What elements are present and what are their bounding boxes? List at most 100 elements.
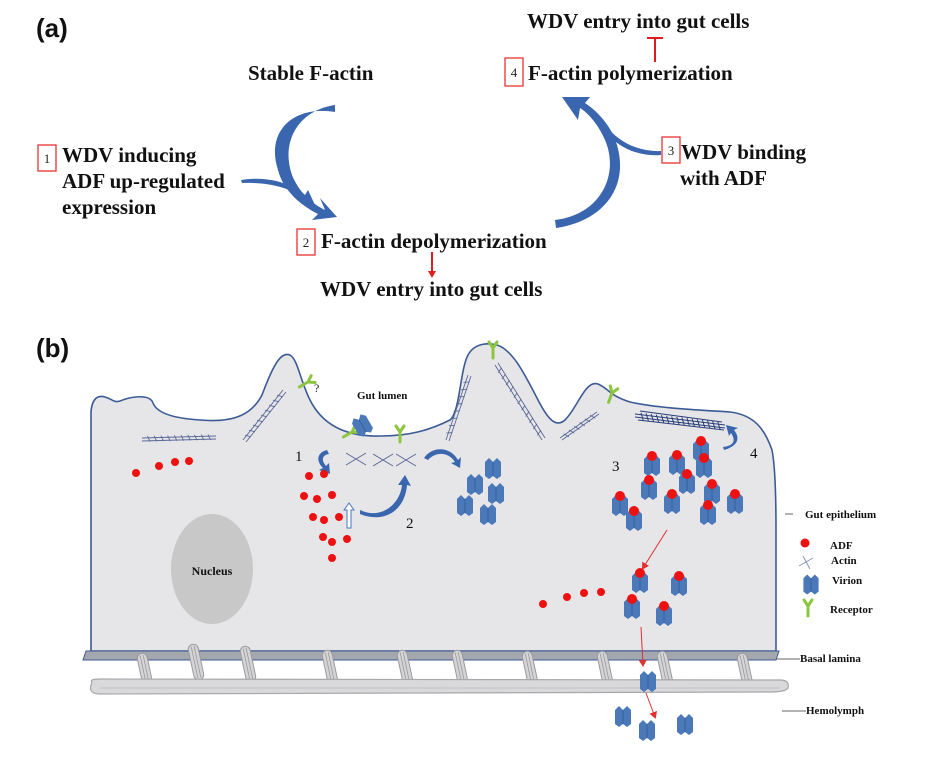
gut-epithelium-label: Gut epithelium [805,509,876,521]
virion-icon [803,574,819,595]
actin-filament-tick [268,404,276,408]
legend-receptor-label: Receptor [830,604,873,616]
actin-filament-tick [448,424,455,427]
actin-filament-tick [458,395,465,398]
legend-adf-label: ADF [830,540,853,552]
step-2-number: 2 [303,235,310,250]
step-1-number: 1 [44,151,51,166]
actin-filament-tick [147,435,151,442]
actin-filament-tick [505,379,510,386]
receptor-question-mark: ? [314,381,319,395]
step-4-number: 4 [511,65,518,80]
step-1-line-2: ADF up-regulated [62,169,225,193]
actin-filament-tick [509,386,514,392]
transport-arrow-3 [645,692,657,719]
actin-filament-tick [446,432,453,434]
actin-filament-tick [568,429,575,434]
actin-filament-tick [712,420,716,429]
cell-arrow-virion-release [424,449,461,468]
cycle-arrow-right [555,97,621,228]
adf-dots-lower [539,588,605,608]
stable-f-actin-label: Stable F-actin [248,61,374,85]
actin-filament-tick [276,394,284,398]
step-3-box [661,136,681,164]
actin-filament-tick [180,434,185,441]
outcome-promote: WDV entry into gut cells [320,277,542,301]
structure-labels: Gut epithelium Basal lamina Hemolymph [776,509,876,717]
actin-filament-tick [563,433,570,438]
cell-arrow-4 [723,425,738,450]
step-2-box [296,228,316,256]
actin-filament-tick [272,399,280,403]
actin-filament-tick [707,420,711,429]
actin-filament-tick [574,425,580,430]
upregulation-arrow [343,502,355,529]
actin-filament-tick [244,434,252,438]
step3-arrow [606,128,661,156]
step-4: 4 F-actin polymerization [504,57,733,87]
actin-filament-tick [194,434,198,441]
hemolymph-label: Hemolymph [806,705,864,717]
actin-filament-tick [513,392,518,399]
actin-filament-tick [589,414,596,419]
actin-filament-tick [456,403,463,405]
inhibit-symbol [647,37,663,62]
cell-step-1: 1 [295,449,303,465]
gut-epithelial-cell [90,343,777,652]
step-3-number: 3 [668,143,675,158]
actin-filament-tick [640,412,644,421]
actin-filament-tick [681,417,685,426]
step-1-box [37,144,57,172]
cell-step-2: 2 [406,516,414,532]
actin-filament-tick [463,381,470,383]
transport-arrow-1 [641,529,668,570]
panel-b-label: (b) [36,333,69,363]
transport-arrow-2 [638,626,647,667]
actin-filament-tick [671,416,675,425]
legend-actin-label: Actin [831,555,857,567]
step1-arrow [241,178,315,205]
cycle-arrow-top-left [274,105,337,220]
actin-bundle-peak2-right [494,362,546,441]
step-3-line-2: with ADF [680,166,767,190]
actin-filament-tick [207,434,211,441]
nucleus [171,514,253,624]
actin-filament-tick [533,423,538,430]
actin-filament-tick [160,435,164,442]
legend: ADF Actin Virion Receptor [798,538,873,618]
gut-lumen-label: Gut lumen [357,390,407,402]
actin-filament-tick [264,409,272,413]
actin-cross-icon [798,555,814,570]
actin-filament-tick [529,417,534,424]
step-2: 2 F-actin depolymerization [296,228,547,256]
actin-filament-tick [536,429,542,436]
step-1-line-3: expression [62,195,156,219]
panel-a-label: (a) [36,13,68,43]
actin-bundle-left [141,434,217,442]
actin-filament-tick [696,419,701,427]
actin-filament-tick [650,413,654,422]
hemolymph-vessel [89,678,789,695]
cell-step-4: 4 [750,446,758,462]
step-4-box [504,57,524,87]
actin-filament-tick [691,418,695,427]
step-3-line-1: WDV binding [681,140,807,164]
actin-filament-tick [167,435,171,442]
actin-filament-tick [248,429,256,433]
actin-filament-tick [200,434,205,441]
actin-filament-tick [153,435,158,442]
step-1: 1 WDV inducing ADF up-regulated expressi… [37,143,225,219]
basal-lamina [82,650,780,661]
actin-bundle-peak1 [242,389,287,443]
actin-bundle-valley [559,411,600,441]
actin-filament-tick [497,367,503,374]
actin-filament-tick [525,411,530,417]
actin-filament-tick [579,422,585,427]
actin-filament-tick [676,416,680,425]
actin-filament-tick [686,417,690,426]
actin-filament-tick [453,410,460,412]
nucleus-label: Nucleus [192,564,233,578]
actin-filament-tick [451,417,458,420]
step-2-line-1: F-actin depolymerization [321,229,547,253]
